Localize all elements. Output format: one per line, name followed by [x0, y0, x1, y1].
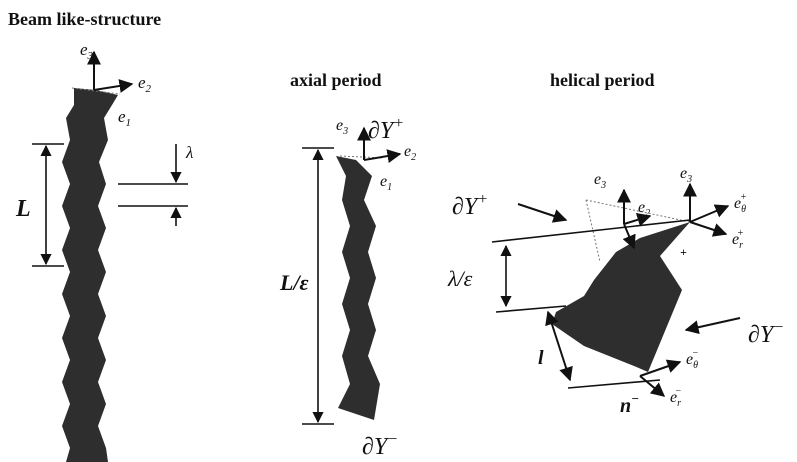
title-helical: helical period — [550, 70, 655, 90]
helical-middle-line — [495, 305, 567, 313]
beam-panel: e3 e2 e1 L λ — [15, 40, 193, 462]
beam-e1-label: e1 — [118, 107, 131, 129]
axial-e3-label: e3 — [336, 117, 348, 137]
beam-e3-label: e3 — [80, 40, 94, 62]
title-axial: axial period — [290, 70, 382, 90]
helical-body — [552, 222, 690, 372]
helical-etheta-plus-label: eθ+ — [734, 192, 747, 215]
beam-top-edge — [71, 87, 121, 95]
helical-er-plus-label: er+ — [732, 228, 744, 251]
helical-top-edge — [585, 199, 691, 223]
helical-er-plus-arrow — [689, 221, 728, 237]
axial-bottom-boundary-label: ∂Y− — [362, 431, 398, 460]
axial-panel: e3 e2 e1 ∂Y+ L/ε ∂Y− — [279, 115, 416, 460]
helical-top-side — [585, 199, 601, 263]
axial-e2-label: e2 — [404, 143, 416, 163]
helical-lower-line — [567, 379, 661, 389]
helical-panel: λ/ε ∂Y+ ∂Y− e3 e2 e3 eθ+ er+ + eθ− er− l… — [447, 165, 784, 417]
helical-right-boundary-label: ∂Y− — [748, 319, 784, 348]
helical-er-minus-arrow — [639, 375, 666, 397]
beam-L-label: L — [15, 196, 31, 222]
helical-etheta-minus-label: eθ− — [686, 348, 699, 371]
axial-top-boundary-label: ∂Y+ — [368, 115, 404, 144]
helical-right-boundary-arrow — [684, 317, 741, 335]
helical-upper-line — [491, 219, 691, 243]
helical-e3a-label: e3 — [594, 171, 606, 191]
helical-top-boundary-label: ∂Y+ — [452, 191, 488, 220]
helical-etheta-minus-arrow — [639, 359, 682, 377]
helical-lambda-label: λ/ε — [447, 266, 473, 291]
helical-etheta-plus-arrow — [689, 204, 730, 223]
beam-body — [62, 88, 118, 462]
title-beam: Beam like-structure — [8, 9, 161, 29]
helical-e2-arrow — [623, 213, 652, 227]
beam-lambda-label: λ — [185, 143, 193, 162]
helical-e2-label: e2 — [638, 199, 650, 219]
helical-e3b-label: e3 — [680, 165, 692, 185]
axial-e2-arrow — [363, 149, 402, 163]
beam-e2-arrow — [93, 79, 134, 93]
axial-e1-label: e1 — [380, 173, 392, 193]
helical-er-minus-label: er− — [670, 386, 682, 409]
beam-e2-label: e2 — [138, 73, 152, 95]
helical-l-label: l — [538, 347, 544, 369]
helical-e1-arrow — [622, 223, 636, 250]
helical-l-vector — [545, 310, 573, 382]
helical-top-boundary-arrow — [517, 203, 568, 223]
helical-n-minus-label: n− — [620, 391, 639, 417]
axial-body — [336, 156, 380, 420]
helical-n-plus-label: + — [680, 245, 687, 259]
axial-L-label: L/ε — [279, 270, 309, 295]
